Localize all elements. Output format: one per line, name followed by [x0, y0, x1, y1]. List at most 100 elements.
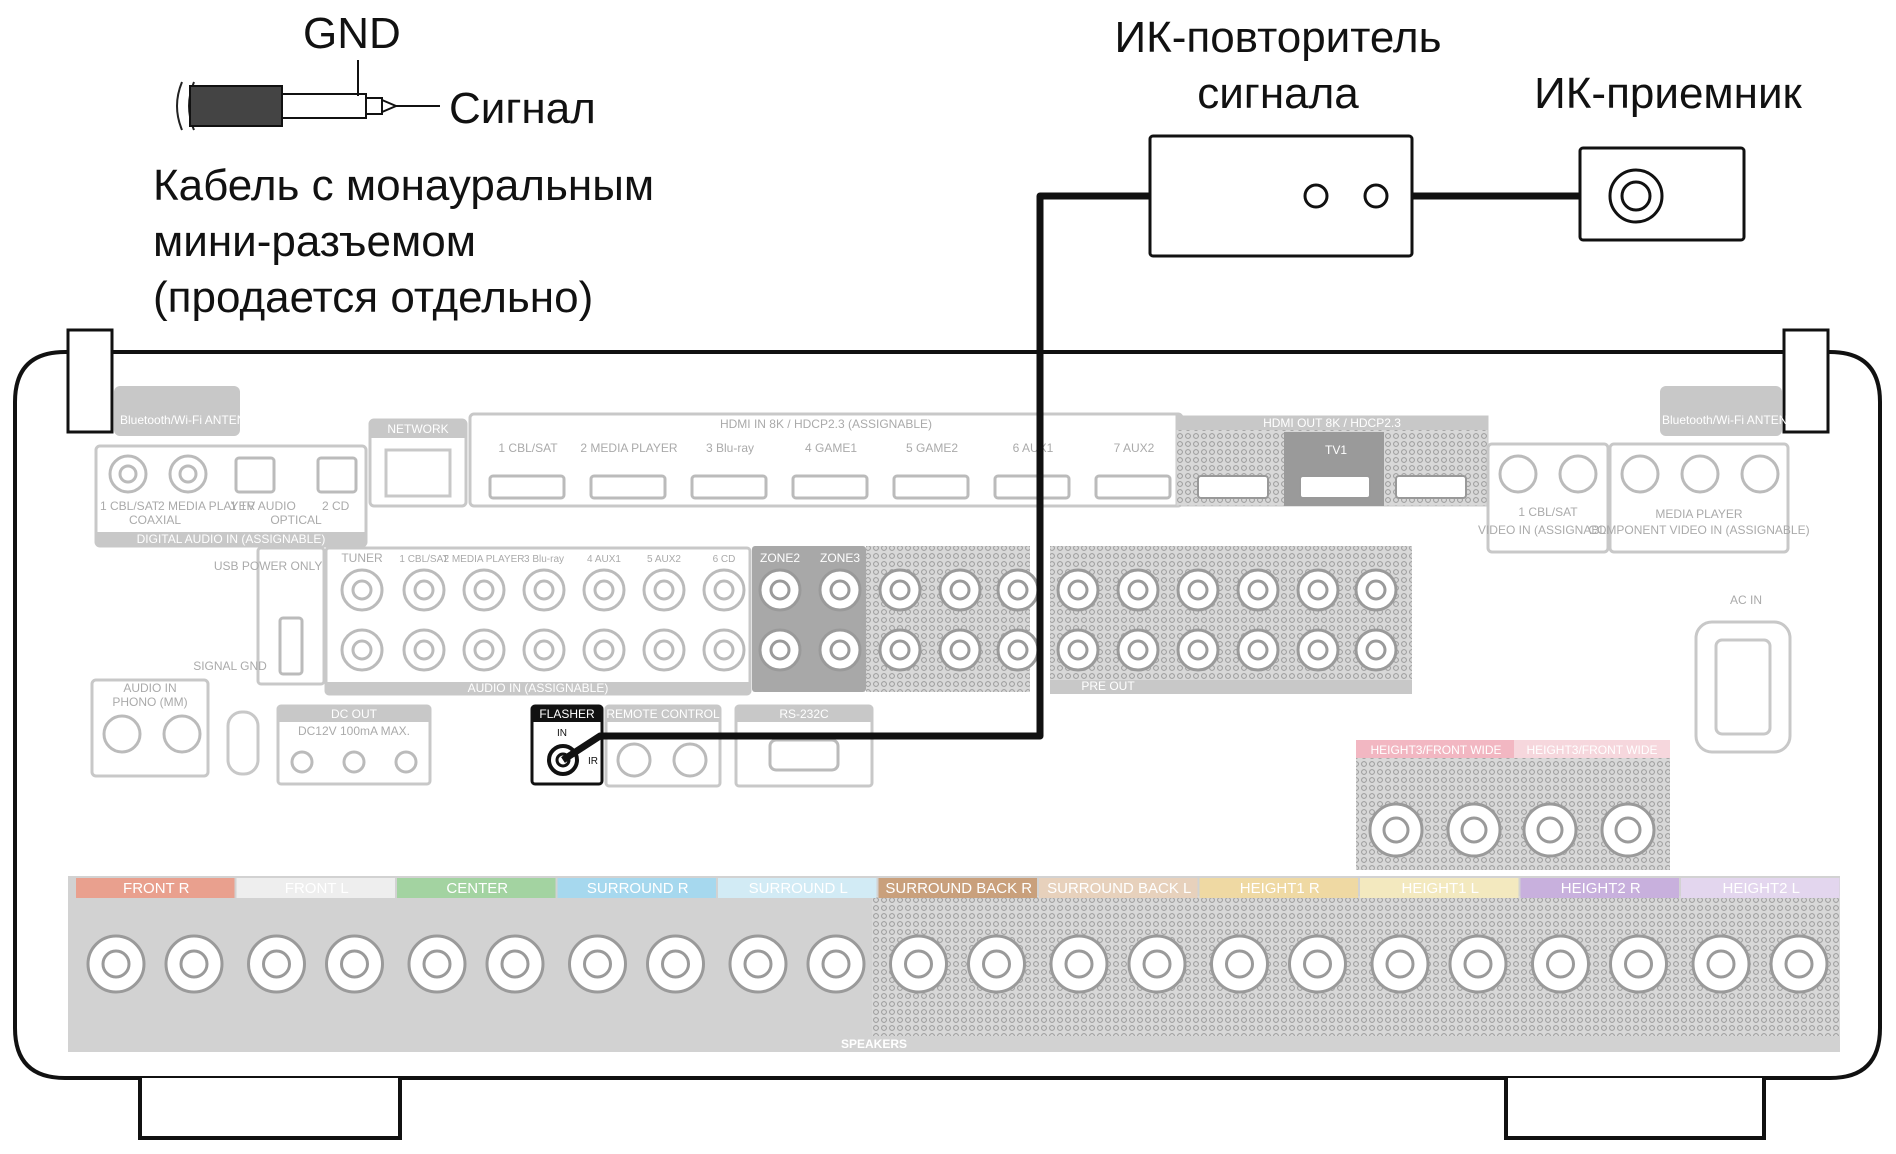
dc-out-jack-3 — [394, 750, 418, 774]
component-video-label: COMPONENT VIDEO IN (ASSIGNABLE) — [1588, 523, 1809, 537]
hdmi-in-label: HDMI IN 8K / HDCP2.3 (ASSIGNABLE) — [720, 417, 932, 431]
audio-in-label-1: 1 CBL/SAT — [399, 554, 448, 565]
media-player-label: MEDIA PLAYER — [1655, 507, 1742, 521]
cable-label-line3: (продается отдельно) — [153, 273, 593, 322]
zone2-label: ZONE2 — [760, 551, 800, 565]
pre-out-hatched-left — [866, 546, 1030, 692]
bt-antenna-label-left: Bluetooth/Wi-Fi ANTENNA — [120, 413, 262, 427]
hdmi-in-label-4: 4 GAME1 — [805, 441, 857, 455]
speaker-header-0 — [76, 878, 235, 898]
flasher-ir-label: IR — [588, 756, 598, 767]
hdmi-in-port-4 — [791, 474, 869, 500]
flasher-in-label: IN — [557, 728, 567, 739]
repeater-label-line2: сигнала — [1197, 69, 1359, 118]
phono-audio-in-label: AUDIO IN — [123, 681, 176, 695]
dc-out-section: DC OUT DC12V 100mA MAX. — [276, 704, 432, 786]
video-in-jack-2 — [1558, 454, 1598, 494]
hdmi-in-port-5 — [892, 474, 970, 500]
rs232c-label: RS-232C — [779, 707, 829, 721]
ac-inlet-socket — [1714, 638, 1772, 736]
speaker-header-1 — [236, 878, 395, 898]
bt-antenna-plate-left — [114, 386, 240, 436]
signal-gnd-label: SIGNAL GND — [193, 659, 267, 673]
cable-break-mark-left — [176, 81, 183, 131]
signal-gnd-terminal — [226, 710, 260, 776]
ac-in-label: AC IN — [1730, 593, 1762, 607]
remote-control-label: REMOTE CONTROL — [606, 707, 720, 721]
receiver-eye-inner — [1620, 180, 1652, 212]
rs232c-section: RS-232C — [734, 704, 874, 788]
audio-in-label-5: 5 AUX2 — [647, 554, 681, 565]
antenna-left — [66, 328, 114, 434]
speaker-label-9: HEIGHT2 R — [1561, 880, 1641, 897]
foot-right — [1504, 1078, 1766, 1140]
network-port: NETWORK — [368, 418, 468, 508]
hdmi-in-label-1: 1 CBL/SAT — [498, 441, 558, 455]
ir-repeater-cable — [561, 192, 1150, 763]
plug-tip — [381, 98, 399, 114]
speaker-label-3: SURROUND R — [587, 880, 689, 897]
signal-label: Сигнал — [449, 84, 596, 133]
hdmi-in-port-2 — [589, 474, 667, 500]
speaker-label-8: HEIGHT1 L — [1401, 880, 1479, 897]
cable-label-line1: Кабель с монауральным — [153, 161, 654, 210]
hdmi-out-tv1-label: TV1 — [1325, 443, 1347, 457]
component-pr-jack — [1740, 454, 1780, 494]
rs232c-port — [768, 738, 840, 772]
plug-sleeve — [281, 93, 367, 119]
optical-jack-1 — [234, 456, 276, 494]
cable-label-line2: мини-разъемом — [153, 217, 476, 266]
speaker-label-2: CENTER — [446, 880, 508, 897]
hdmi-in-port-1 — [488, 474, 566, 500]
bt-antenna-label-right: Bluetooth/Wi-Fi ANTENNA — [1662, 413, 1804, 427]
height3-r-header — [1356, 740, 1514, 758]
optical-port-1-label: 1 TV AUDIO — [230, 499, 296, 513]
video-in-section: 1 CBL/SAT VIDEO IN (ASSIGNABLE) — [1478, 442, 1618, 554]
hdmi-in-label-7: 7 AUX2 — [1114, 441, 1155, 455]
usb-port — [278, 616, 304, 676]
coax-port-1-label: 1 CBL/SAT — [100, 499, 160, 513]
optical-port-2-label: 2 CD — [322, 499, 350, 513]
hdmi-out-zone2-port — [1197, 475, 1269, 499]
ir-receiver-box — [1578, 146, 1746, 242]
speaker-label-1: FRONT L — [285, 880, 349, 897]
remote-control-section: REMOTE CONTROL — [604, 704, 722, 788]
speaker-header-8 — [1360, 878, 1519, 898]
pre-out-label: PRE OUT — [1081, 679, 1135, 693]
speaker-header-7 — [1199, 878, 1358, 898]
speaker-header-10 — [1681, 878, 1840, 898]
phono-l-jack — [162, 714, 202, 754]
speaker-header-2 — [397, 878, 556, 898]
audio-in-label-6: 6 CD — [713, 554, 736, 565]
phono-section: AUDIO IN PHONO (MM) SIGNAL GND — [90, 659, 267, 778]
speakers-hatched-area — [872, 896, 1840, 1036]
video-in-jack-1 — [1498, 454, 1538, 494]
speaker-label-5: SURROUND BACK R — [885, 880, 1032, 897]
height3-terminals — [1368, 802, 1656, 858]
dc-out-spec-label: DC12V 100mA MAX. — [298, 724, 410, 738]
height3-r-label: HEIGHT3/FRONT WIDE — [1370, 743, 1501, 757]
foot-left — [138, 1078, 402, 1140]
audio-in-label-4: 4 AUX1 — [587, 554, 621, 565]
video-in-label: VIDEO IN (ASSIGNABLE) — [1478, 523, 1618, 537]
component-video-section: MEDIA PLAYER COMPONENT VIDEO IN (ASSIGNA… — [1588, 442, 1810, 554]
hdmi-in-port-6 — [993, 474, 1071, 500]
dc-out-jack-1 — [290, 750, 314, 774]
hdmi-out-header — [1176, 416, 1488, 430]
mono-mini-plug-cable — [176, 60, 440, 131]
bt-antenna-plate-right — [1660, 386, 1782, 436]
tuner-label: TUNER — [341, 551, 383, 565]
hdmi-out-label: HDMI OUT 8K / HDCP2.3 — [1263, 416, 1401, 430]
speaker-header-6 — [1039, 878, 1198, 898]
height3-l-label: HEIGHT3/FRONT WIDE — [1526, 743, 1657, 757]
speaker-label-7: HEIGHT1 R — [1240, 880, 1320, 897]
pre-out-hatched-right — [1050, 546, 1412, 692]
height3-l-header — [1514, 740, 1670, 758]
phono-r-jack — [102, 714, 142, 754]
hdmi-out-tv1-port — [1299, 475, 1371, 499]
repeater-jack-1 — [1303, 183, 1329, 209]
video-in-ports-label: 1 CBL/SAT — [1518, 505, 1578, 519]
hdmi-out-tv2-port — [1395, 475, 1467, 499]
